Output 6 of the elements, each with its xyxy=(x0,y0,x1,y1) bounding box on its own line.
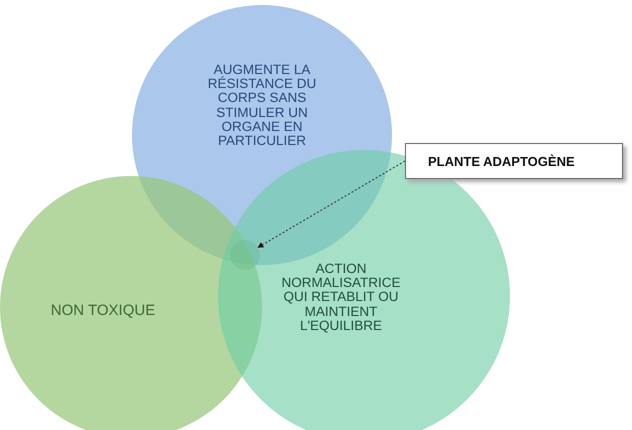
overlap-region xyxy=(230,240,260,270)
circle-label: AUGMENTE LA RÉSISTANCE DU CORPS SANS STIMULER UN ORGANE EN PARTICULIER xyxy=(206,63,318,148)
leader-line xyxy=(257,160,406,248)
circle-label: NON TOXIQUE xyxy=(50,303,156,319)
callout-box: PLANTE ADAPTOGÈNE xyxy=(405,143,623,179)
circle-label: ACTION NORMALISATRICE QUI RETABLIT OU MAINTIENT L'EQUILIBRE xyxy=(280,262,402,333)
